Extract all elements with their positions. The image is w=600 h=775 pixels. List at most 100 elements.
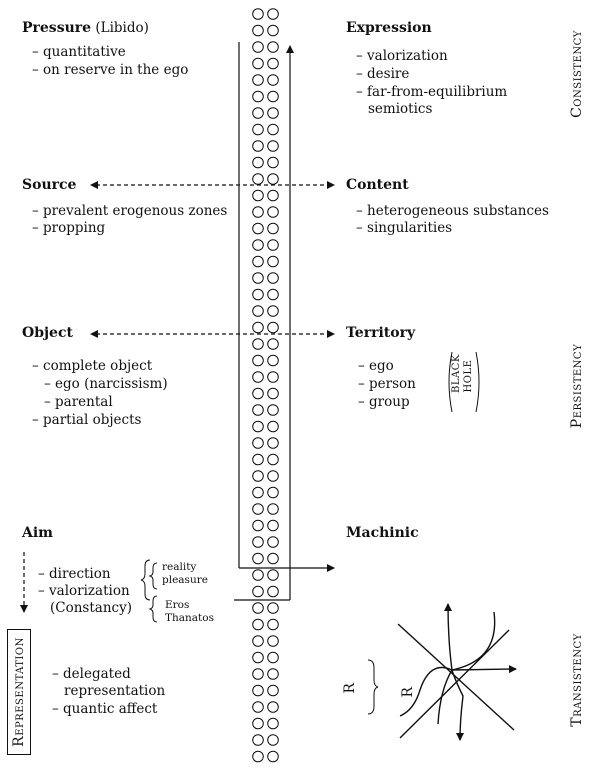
column-circle (252, 57, 264, 70)
expression-title: Expression (346, 20, 432, 36)
column-circle (252, 272, 264, 284)
column-circle (252, 173, 264, 185)
machinic-figure (397, 603, 517, 741)
column-circle (252, 338, 264, 350)
column-circle (267, 255, 279, 268)
column-circle (267, 189, 279, 202)
aim-title: Aim (22, 525, 53, 541)
representation-box: Representation (7, 629, 31, 755)
column-circle (252, 41, 264, 53)
column-circle (267, 90, 279, 103)
column-circle (252, 470, 264, 482)
column-circle (267, 338, 279, 350)
column-circle (267, 701, 279, 713)
territory-item: – ego (358, 358, 394, 374)
column-circle (252, 222, 264, 235)
column-circle (267, 635, 279, 647)
aim-item: – direction (38, 566, 111, 582)
column-circle (252, 206, 264, 218)
column-circle (252, 734, 264, 746)
column-circle (252, 684, 264, 697)
column-circle (252, 255, 264, 268)
column-circle (252, 107, 264, 119)
column-circle (267, 156, 279, 169)
column-circle (252, 239, 264, 251)
column-circle (267, 717, 279, 730)
source-arrowhead (90, 181, 98, 189)
column-circle (267, 668, 279, 680)
machinic-line-b (399, 629, 510, 739)
r-label-inner: R (400, 686, 416, 698)
expression-item: – desire (356, 66, 410, 82)
brace-label: reality (162, 561, 197, 573)
content-item: – singularities (356, 220, 453, 236)
column-circle (252, 354, 264, 367)
column-circle (267, 486, 279, 499)
column-circle (252, 635, 264, 647)
object-title: Object (22, 325, 73, 341)
column-circle (252, 503, 264, 515)
source-item: – propping (32, 220, 106, 236)
machinic-curve-upper-right (451, 611, 496, 671)
column-circle (267, 420, 279, 433)
central-circle-column (252, 8, 279, 763)
column-circle (267, 74, 279, 86)
content-item: – heterogeneous substances (356, 203, 549, 219)
column-circle (267, 222, 279, 235)
source-title: Source (22, 177, 77, 193)
column-circle (267, 387, 279, 400)
column-circle (267, 321, 279, 334)
column-circle (252, 90, 264, 103)
column-circle (267, 470, 279, 482)
black-hole-line2: HOLE (463, 359, 474, 393)
pressure-title: Pressure (22, 20, 92, 36)
machinic-line-a (397, 623, 515, 731)
brace-label: pleasure (162, 574, 208, 586)
column-circle (267, 239, 279, 251)
column-circle (252, 404, 264, 416)
source-item: – prevalent erogenous zones (32, 203, 228, 219)
black-hole-paren-right (475, 351, 480, 413)
brace-outer-top (140, 559, 151, 601)
expression-item: semiotics (368, 101, 433, 117)
brace-label: Thanatos (165, 612, 214, 624)
black-hole-paren-left (448, 351, 453, 413)
brace-label: Eros (165, 599, 190, 611)
r-label-outer: R (342, 682, 358, 694)
persistency-label: Persistency (569, 343, 585, 429)
black-hole-line1: BLACK (451, 354, 462, 393)
column-circle (252, 536, 264, 548)
pressure-item: – quantitative (32, 44, 126, 60)
column-circle (267, 8, 279, 20)
pressure-heading: Pressure (Libido) (22, 20, 149, 37)
column-circle (267, 536, 279, 548)
column-circle (267, 519, 279, 532)
column-circle (252, 569, 264, 581)
machinic-up-arrow (444, 603, 453, 671)
column-circle (267, 305, 279, 317)
object-item: – partial objects (32, 412, 142, 428)
column-circle (267, 57, 279, 70)
machinic-curve-left (399, 666, 453, 717)
transistency-label: Transistency (569, 633, 585, 727)
column-circle (267, 503, 279, 515)
object-item: – parental (44, 394, 113, 410)
column-circle (267, 41, 279, 53)
column-circle (267, 288, 279, 301)
column-circle (252, 701, 264, 713)
column-circle (252, 602, 264, 614)
object-item: – ego (narcissism) (44, 376, 168, 392)
column-circle (252, 585, 264, 598)
content-title: Content (346, 177, 409, 193)
object-item: – complete object (32, 358, 153, 374)
column-circle (267, 618, 279, 631)
column-circle (252, 668, 264, 680)
column-circle (267, 24, 279, 37)
column-circle (252, 156, 264, 169)
column-circle (267, 437, 279, 449)
column-circle (252, 140, 264, 152)
territory-item: – group (358, 394, 410, 410)
representation-item: – quantic affect (52, 701, 158, 717)
column-circle (267, 371, 279, 383)
column-circle (267, 684, 279, 697)
